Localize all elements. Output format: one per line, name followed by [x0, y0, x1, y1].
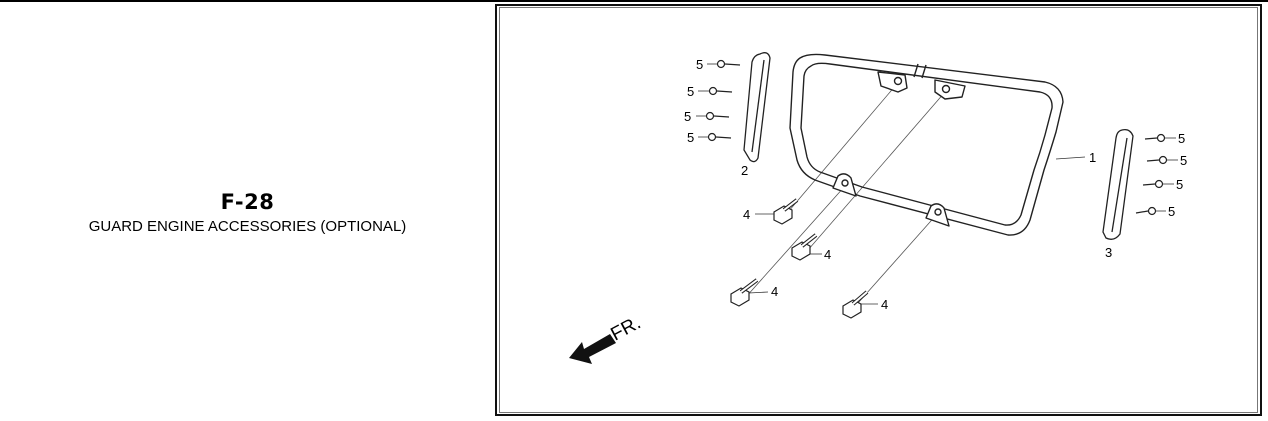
screw-5-left-group — [705, 59, 741, 142]
diagram-inner-frame — [499, 7, 1258, 413]
callout-4b: 4 — [824, 247, 831, 262]
callout-5a: 5 — [696, 57, 703, 72]
figure-caption-panel: F-28 GUARD ENGINE ACCESSORIES (OPTIONAL) — [0, 2, 495, 421]
screw-5-right-group — [1135, 133, 1168, 216]
callout-3: 3 — [1105, 245, 1112, 260]
callout-1: 1 — [1089, 150, 1096, 165]
top-rule — [0, 0, 1268, 2]
callout-5d: 5 — [687, 130, 694, 145]
diagram-frame — [495, 4, 1262, 416]
figure-title: GUARD ENGINE ACCESSORIES (OPTIONAL) — [88, 218, 407, 235]
figure-code: F-28 — [220, 190, 275, 214]
front-direction-arrow-icon — [569, 334, 616, 364]
callout-4c: 4 — [771, 284, 778, 299]
engine-guard-frame — [789, 53, 1064, 236]
callout-5c: 5 — [684, 109, 691, 124]
callout-leaders — [696, 63, 1178, 305]
right-cover-strip — [1102, 128, 1134, 240]
callout-4d: 4 — [881, 297, 888, 312]
callout-5e: 5 — [1178, 131, 1185, 146]
bolt-4-b — [791, 233, 818, 261]
callout-4a: 4 — [743, 207, 750, 222]
callout-5f: 5 — [1180, 153, 1187, 168]
callout-5h: 5 — [1168, 204, 1175, 219]
bolt-4-d — [842, 290, 869, 319]
callout-2: 2 — [741, 163, 748, 178]
callout-5g: 5 — [1176, 177, 1183, 192]
callout-5b: 5 — [687, 84, 694, 99]
bolt-4-a — [773, 198, 799, 225]
bolt-4-c — [730, 278, 759, 307]
assembly-lines — [744, 84, 946, 304]
left-cover-strip — [743, 52, 771, 163]
